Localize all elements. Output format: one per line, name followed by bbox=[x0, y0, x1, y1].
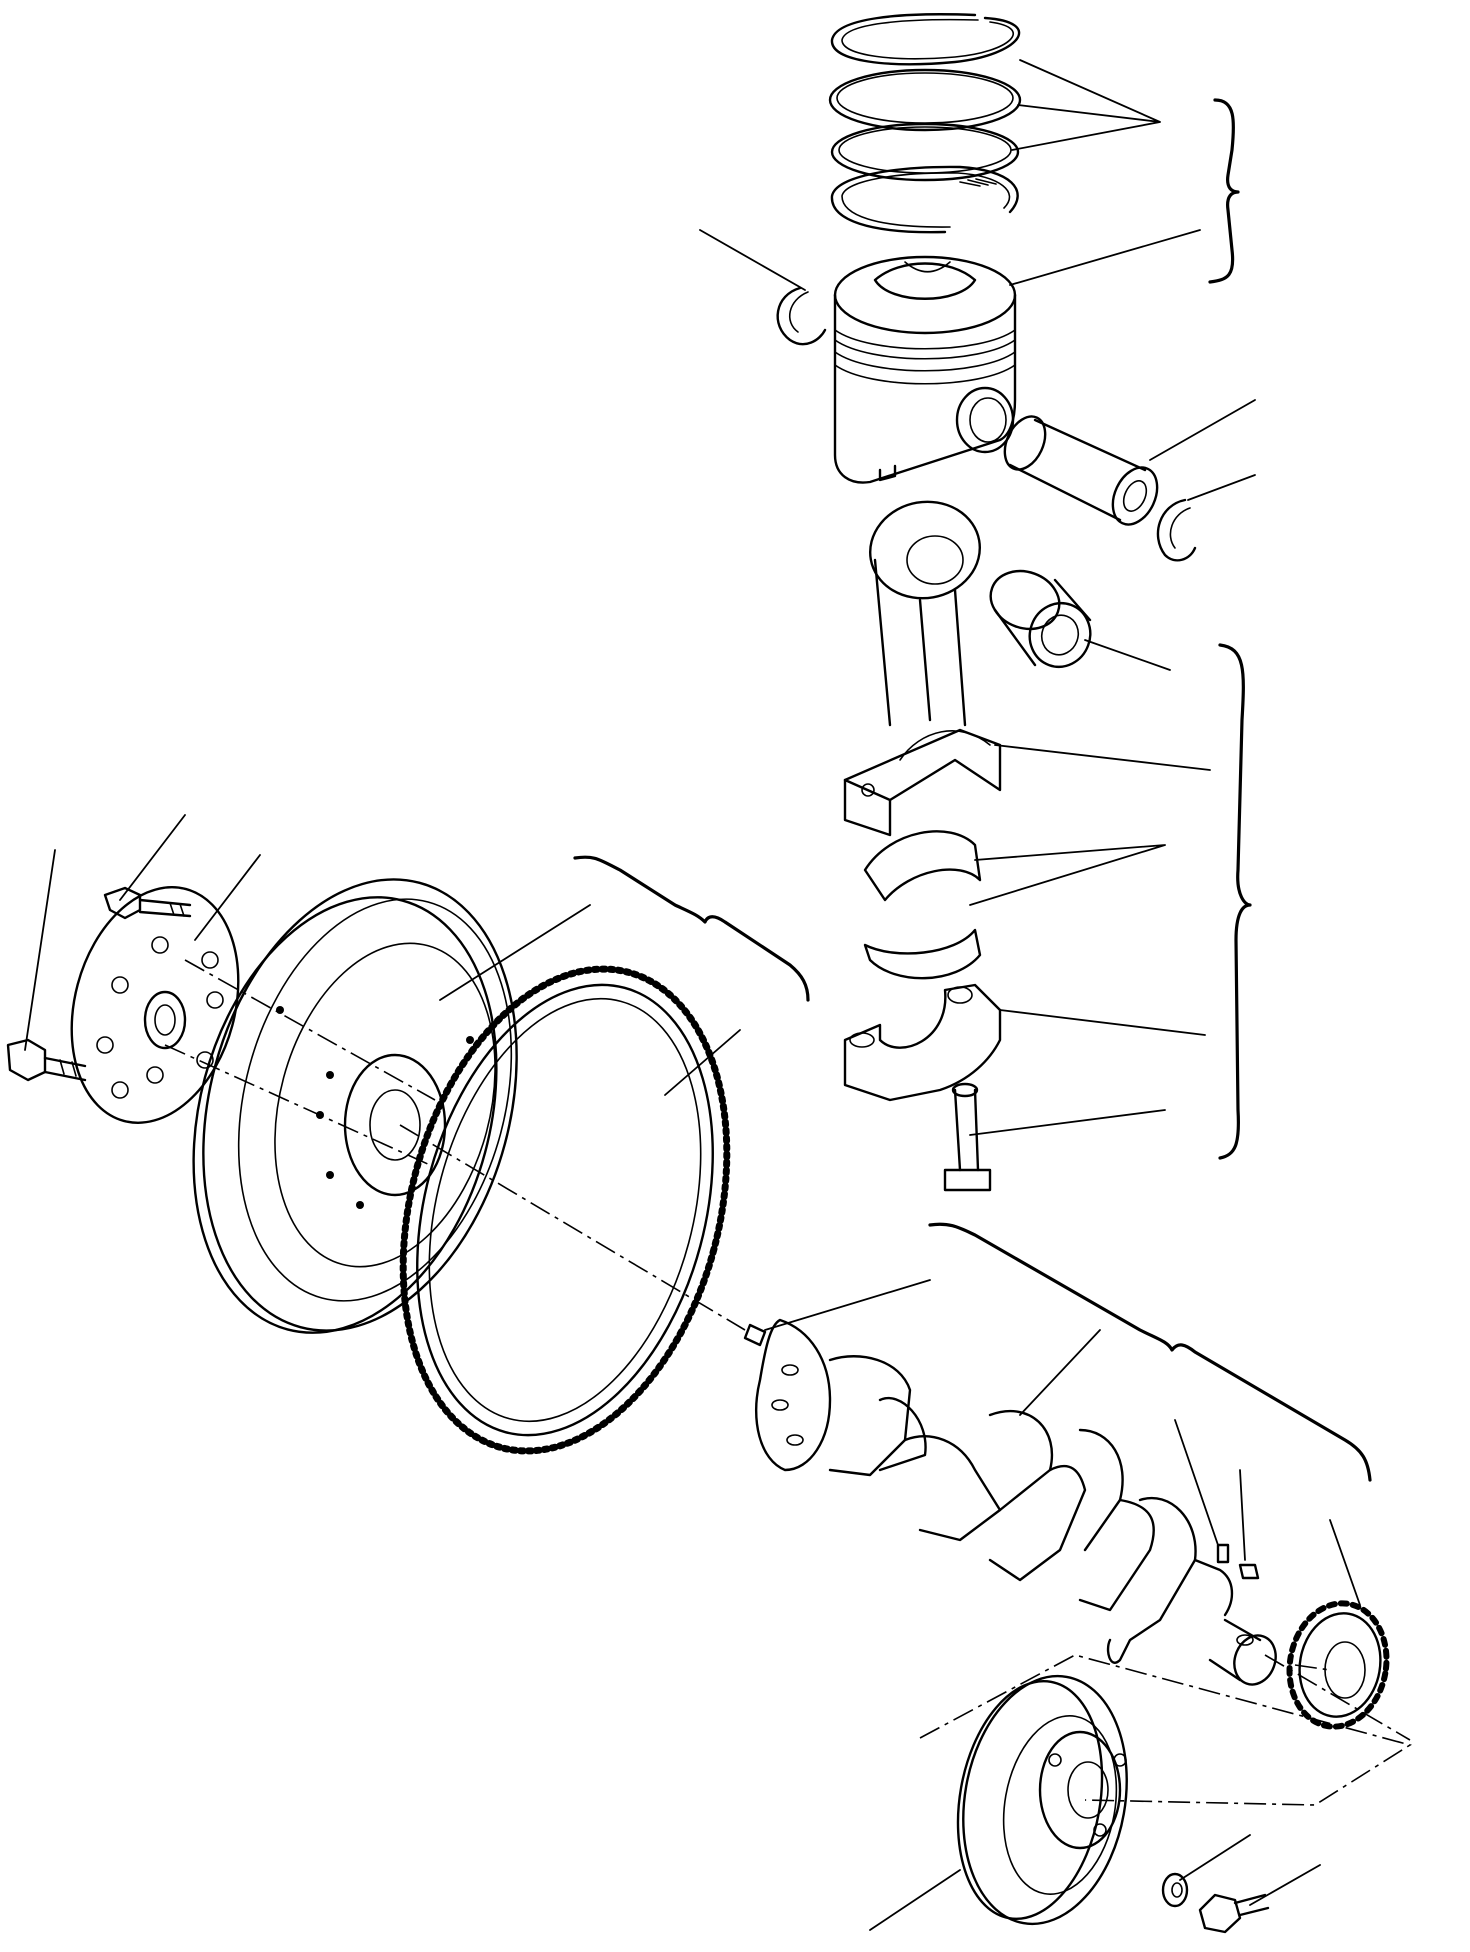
flywheel-icon[interactable] bbox=[147, 844, 564, 1367]
pulley-icon[interactable] bbox=[940, 1663, 1145, 1937]
snap-ring-icon[interactable] bbox=[1156, 498, 1197, 562]
bearing-shell-icon[interactable] bbox=[863, 830, 982, 980]
snap-ring-icon[interactable] bbox=[776, 286, 827, 346]
ring-gear-icon[interactable] bbox=[353, 933, 778, 1488]
key-icon[interactable] bbox=[1238, 1563, 1260, 1580]
crankshaft-icon[interactable] bbox=[754, 1318, 1282, 1690]
pin-icon[interactable] bbox=[1216, 1543, 1230, 1564]
bushing-icon[interactable] bbox=[983, 562, 1100, 676]
leader-lines bbox=[24, 59, 1361, 1931]
bracket-lines bbox=[573, 98, 1372, 1482]
drive-plate-icon[interactable] bbox=[47, 868, 264, 1141]
piston-icon[interactable] bbox=[833, 255, 1017, 484]
bolt-icon[interactable] bbox=[103, 886, 192, 920]
bolt-icon[interactable] bbox=[6, 1038, 87, 1082]
piston-rings-icon[interactable] bbox=[828, 13, 1022, 234]
pin-icon[interactable] bbox=[743, 1323, 767, 1347]
rod-cap-icon[interactable] bbox=[843, 983, 1002, 1102]
bolt-icon[interactable] bbox=[943, 1082, 992, 1192]
piston-pin-icon[interactable] bbox=[997, 410, 1166, 532]
bolt-icon[interactable] bbox=[1198, 1893, 1270, 1934]
washer-icon[interactable] bbox=[1161, 1872, 1189, 1908]
connecting-rod-icon[interactable] bbox=[843, 493, 1002, 837]
centerlines bbox=[164, 959, 1412, 1806]
